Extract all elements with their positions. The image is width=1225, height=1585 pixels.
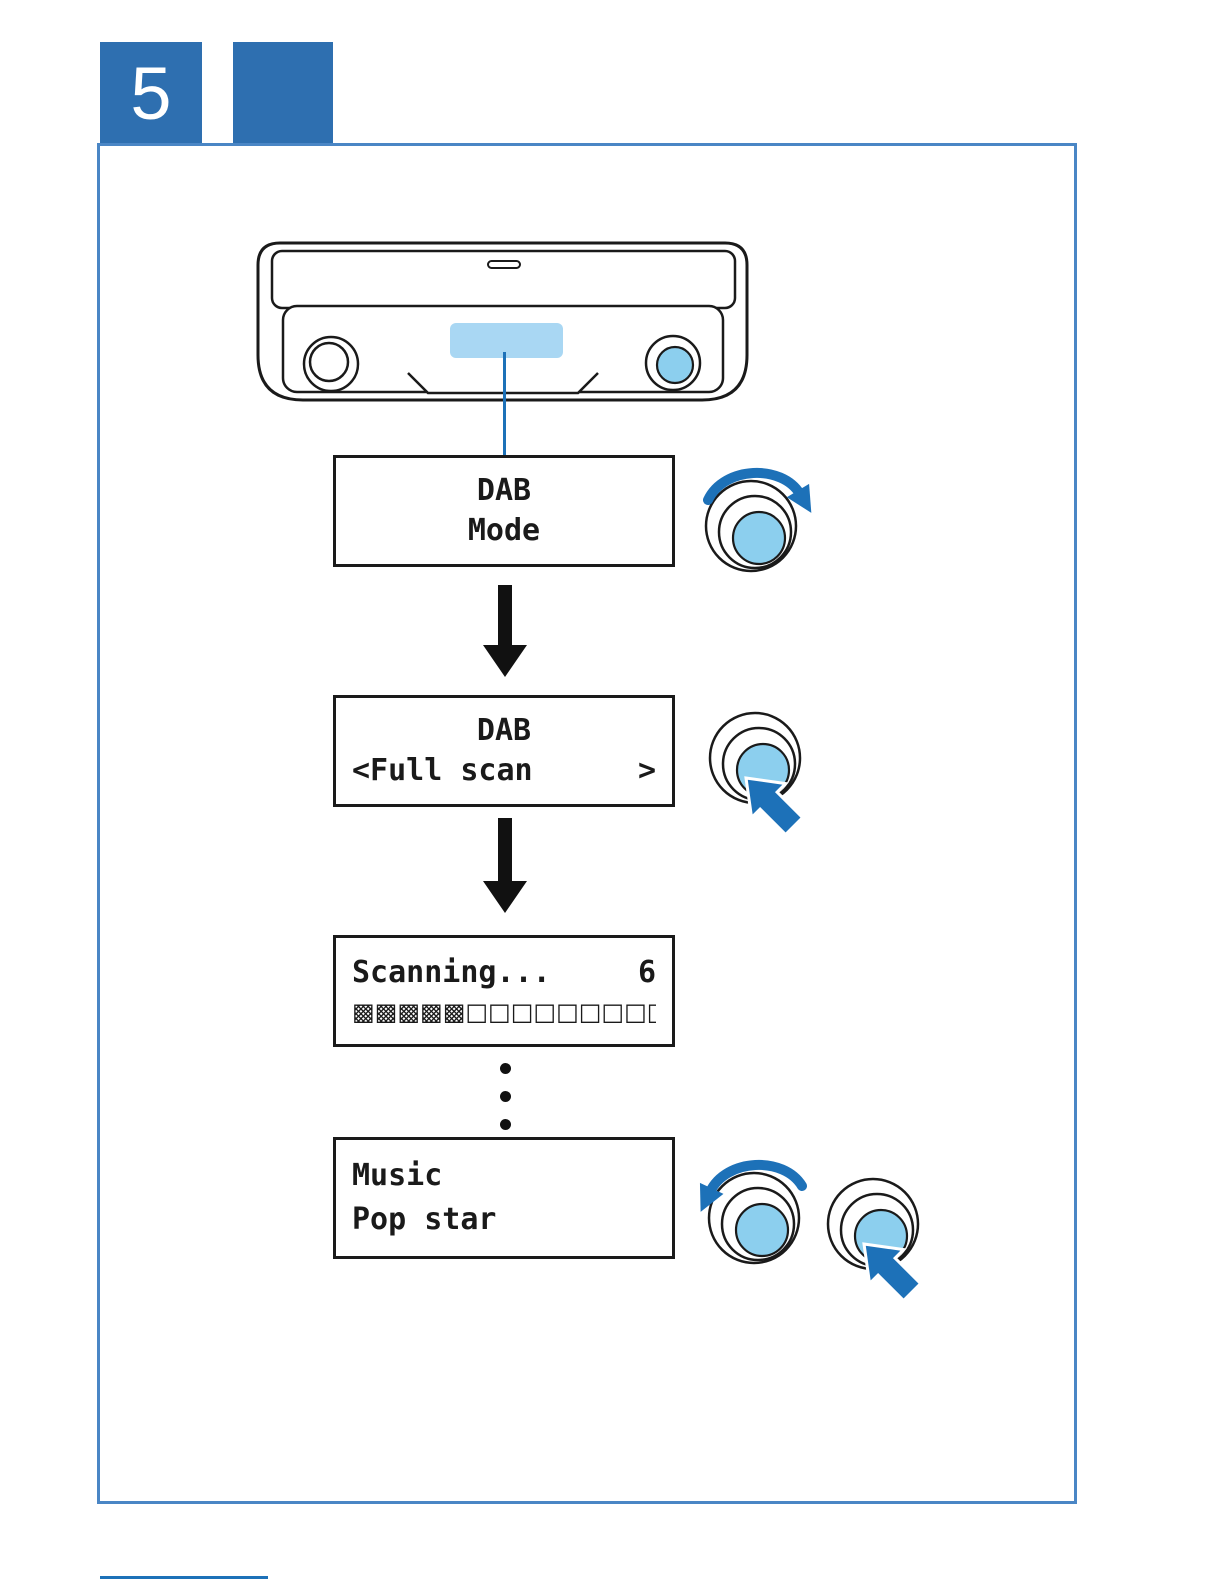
footer-rule <box>100 1576 268 1579</box>
dot <box>500 1091 511 1102</box>
lcd-line2: <Full scan > <box>352 756 656 786</box>
lcd-line1-left: Scanning... <box>352 955 551 990</box>
dot <box>500 1119 511 1130</box>
lcd-screen-playback: Music Pop star <box>333 1137 675 1259</box>
chapter-number: 5 <box>130 51 172 135</box>
press-knob-icon <box>708 711 805 837</box>
down-arrow-icon <box>483 585 527 677</box>
lcd-progress-bar: ▩▩▩▩▩□□□□□□□□□□□□□ <box>352 1000 656 1024</box>
lcd-screen-scanning: Scanning... 6 ▩▩▩▩▩□□□□□□□□□□□□□ <box>333 935 675 1047</box>
chapter-title-box <box>233 42 333 144</box>
press-arrow-icon <box>744 776 805 837</box>
device-top-face <box>270 249 737 310</box>
press-arrow-icon <box>862 1242 923 1303</box>
lcd-screen-mode: DAB Mode <box>333 455 675 567</box>
rotate-arrow-icon <box>699 1160 807 1212</box>
lcd-line1: DAB <box>476 473 532 508</box>
press-knob-icon <box>826 1177 923 1303</box>
lcd-line1-right: 6 <box>637 955 656 990</box>
lcd-line2-left: <Full scan <box>352 753 533 788</box>
display-callout-line <box>503 352 506 458</box>
dot <box>500 1063 511 1074</box>
lcd-line1: Music <box>352 1158 443 1194</box>
lcd-line2: Mode <box>467 513 541 548</box>
rotate-arrow-icon <box>703 468 812 513</box>
lcd-line2: Pop star <box>352 1201 497 1237</box>
device-display <box>450 323 563 358</box>
rotate-knob-icon <box>699 1160 807 1265</box>
rotate-knob-icon <box>703 468 812 573</box>
lcd-line2-right: > <box>637 753 656 788</box>
down-arrow-icon <box>483 818 527 913</box>
knob-cap <box>734 1202 790 1258</box>
device-top-slot <box>487 260 521 269</box>
chapter-number-box: 5 <box>100 42 202 144</box>
device-right-knob-cap <box>655 345 695 385</box>
lcd-line1: DAB <box>476 713 532 748</box>
device-illustration <box>256 241 749 402</box>
lcd-screen-full-scan: DAB <Full scan > <box>333 695 675 807</box>
knob-cap <box>731 510 787 566</box>
lcd-line1: Scanning... 6 <box>352 958 656 988</box>
device-left-knob-cap <box>308 341 350 383</box>
